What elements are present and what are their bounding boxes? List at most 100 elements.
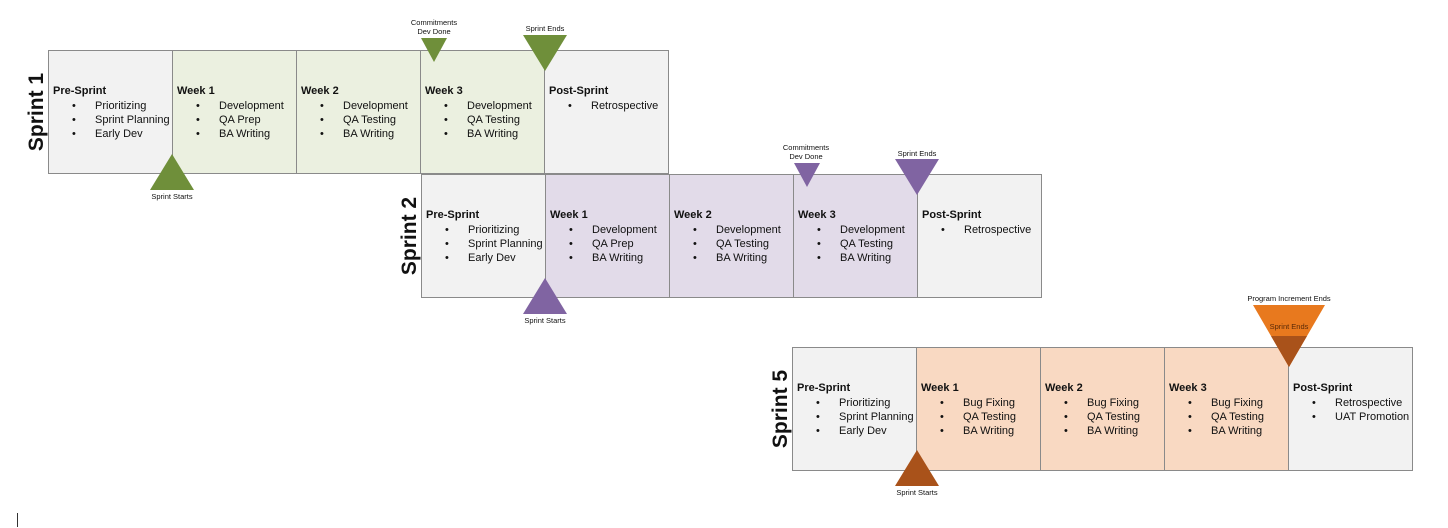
cell-title: Week 3	[425, 85, 463, 97]
text-cursor	[17, 513, 18, 527]
cell-item-list: DevelopmentQA TestingBA Writing	[794, 223, 905, 265]
cell-title: Pre-Sprint	[426, 209, 480, 221]
list-item: Development	[817, 223, 905, 237]
list-item: BA Writing	[817, 251, 905, 265]
list-item: Retrospective	[568, 99, 658, 113]
sprint-5-label: Sprint 5	[769, 369, 792, 449]
cell-item-list: PrioritizingSprint PlanningEarly Dev	[422, 223, 543, 265]
list-item: Bug Fixing	[1188, 396, 1264, 410]
cell-item-list: DevelopmentQA PrepBA Writing	[546, 223, 657, 265]
cell-item-list: Retrospective	[918, 223, 1031, 237]
list-item: Sprint Planning	[445, 237, 542, 251]
sprint-2-label: Sprint 2	[398, 196, 421, 276]
list-item: Early Dev	[445, 251, 543, 265]
list-item: QA Prep	[196, 113, 284, 127]
cell-title: Post-Sprint	[1293, 382, 1353, 394]
cell-item-list: Bug FixingQA TestingBA Writing	[917, 396, 1016, 438]
sprint-2-cell-2: Week 2 DevelopmentQA TestingBA Writing	[669, 174, 794, 298]
cell-item-list: Bug FixingQA TestingBA Writing	[1165, 396, 1264, 438]
sprint-5-cell-1: Week 1 Bug FixingQA TestingBA Writing	[916, 347, 1041, 471]
list-item: QA Testing	[817, 237, 905, 251]
cell-title: Pre-Sprint	[797, 382, 851, 394]
list-item: BA Writing	[444, 127, 532, 141]
list-item: Development	[196, 99, 284, 113]
list-item: BA Writing	[1064, 424, 1140, 438]
cell-item-list: RetrospectiveUAT Promotion	[1289, 396, 1409, 424]
sprint-1-label: Sprint 1	[25, 72, 48, 152]
list-item: Early Dev	[72, 127, 170, 141]
list-item: BA Writing	[320, 127, 408, 141]
list-item: Sprint Planning	[816, 410, 913, 424]
sprint-5-ends-label: Sprint Ends	[1269, 322, 1309, 331]
list-item: Prioritizing	[72, 99, 170, 113]
list-item: Retrospective	[1312, 396, 1409, 410]
sprint-1-cell-4: Post-SprintRetrospective	[544, 50, 669, 174]
list-item: BA Writing	[693, 251, 781, 265]
sprint-5-cell-2: Week 2 Bug FixingQA TestingBA Writing	[1040, 347, 1165, 471]
sprint-5-program-ends-label: Program Increment Ends	[1247, 294, 1331, 303]
list-item: QA Testing	[444, 113, 532, 127]
sprint-5-cell-3: Week 3 Bug FixingQA TestingBA Writing	[1164, 347, 1289, 471]
cell-item-list: Bug FixingQA TestingBA Writing	[1041, 396, 1140, 438]
list-item: BA Writing	[1188, 424, 1264, 438]
sprint-5-starts-label: Sprint Starts	[896, 488, 938, 497]
list-item: BA Writing	[569, 251, 657, 265]
list-item: Prioritizing	[445, 223, 543, 237]
list-item: BA Writing	[940, 424, 1016, 438]
cell-item-list: DevelopmentQA TestingBA Writing	[297, 99, 408, 141]
sprint-1-cell-0: Pre-SprintPrioritizingSprint PlanningEar…	[48, 50, 173, 174]
list-item: QA Prep	[569, 237, 657, 251]
sprint-1-starts-label: Sprint Starts	[151, 192, 193, 201]
list-item: Bug Fixing	[940, 396, 1016, 410]
sprint-2-cell-1: Week 1 DevelopmentQA PrepBA Writing	[545, 174, 670, 298]
list-item: QA Testing	[1064, 410, 1140, 424]
sprint-2-cell-4: Post-SprintRetrospective	[917, 174, 1042, 298]
sprint-1-commitments-label: Commitments Dev Done	[410, 18, 458, 36]
list-item: QA Testing	[1188, 410, 1264, 424]
list-item: Retrospective	[941, 223, 1031, 237]
sprint-1-cell-2: Week 2 DevelopmentQA TestingBA Writing	[296, 50, 421, 174]
sprint-2-starts-marker	[523, 278, 567, 314]
list-item: Development	[693, 223, 781, 237]
list-item: Sprint Planning	[72, 113, 169, 127]
sprint-1-cell-3: Week 3 DevelopmentQA TestingBA Writing	[420, 50, 545, 174]
cell-item-list: DevelopmentQA PrepBA Writing	[173, 99, 284, 141]
sprint-2-ends-label: Sprint Ends	[897, 149, 937, 158]
cell-title: Week 2	[1045, 382, 1083, 394]
list-item: Prioritizing	[816, 396, 914, 410]
cell-title: Week 1	[177, 85, 215, 97]
cell-title: Week 1	[550, 209, 588, 221]
list-item: Bug Fixing	[1064, 396, 1140, 410]
cell-title: Pre-Sprint	[53, 85, 107, 97]
cell-item-list: DevelopmentQA TestingBA Writing	[670, 223, 781, 265]
list-item: Early Dev	[816, 424, 914, 438]
cell-title: Week 3	[798, 209, 836, 221]
list-item: QA Testing	[940, 410, 1016, 424]
cell-title: Week 2	[301, 85, 339, 97]
cell-item-list: DevelopmentQA TestingBA Writing	[421, 99, 532, 141]
sprint-2-ends-marker	[895, 159, 939, 195]
sprint-1-starts-marker	[150, 154, 194, 190]
cell-title: Post-Sprint	[922, 209, 982, 221]
cell-item-list: Retrospective	[545, 99, 658, 113]
cell-item-list: PrioritizingSprint PlanningEarly Dev	[49, 99, 170, 141]
sprint-1-ends-label: Sprint Ends	[525, 24, 565, 33]
list-item: UAT Promotion	[1312, 410, 1409, 424]
cell-title: Post-Sprint	[549, 85, 609, 97]
sprint-1-commitments-marker	[421, 38, 447, 62]
sprint-1-ends-marker	[523, 35, 567, 71]
sprint-2-cell-3: Week 3 DevelopmentQA TestingBA Writing	[793, 174, 918, 298]
cell-item-list: PrioritizingSprint PlanningEarly Dev	[793, 396, 914, 438]
sprint-5-cell-0: Pre-SprintPrioritizingSprint PlanningEar…	[792, 347, 917, 471]
sprint-5-cell-4: Post-SprintRetrospectiveUAT Promotion	[1288, 347, 1413, 471]
cell-title: Week 3	[1169, 382, 1207, 394]
cell-title: Week 2	[674, 209, 712, 221]
list-item: Development	[320, 99, 408, 113]
sprint-2-cell-0: Pre-SprintPrioritizingSprint PlanningEar…	[421, 174, 546, 298]
list-item: Development	[569, 223, 657, 237]
list-item: QA Testing	[320, 113, 408, 127]
cell-title: Week 1	[921, 382, 959, 394]
list-item: BA Writing	[196, 127, 284, 141]
sprint-1-cell-1: Week 1 DevelopmentQA PrepBA Writing	[172, 50, 297, 174]
sprint-5-program-ends-marker	[1253, 305, 1325, 367]
